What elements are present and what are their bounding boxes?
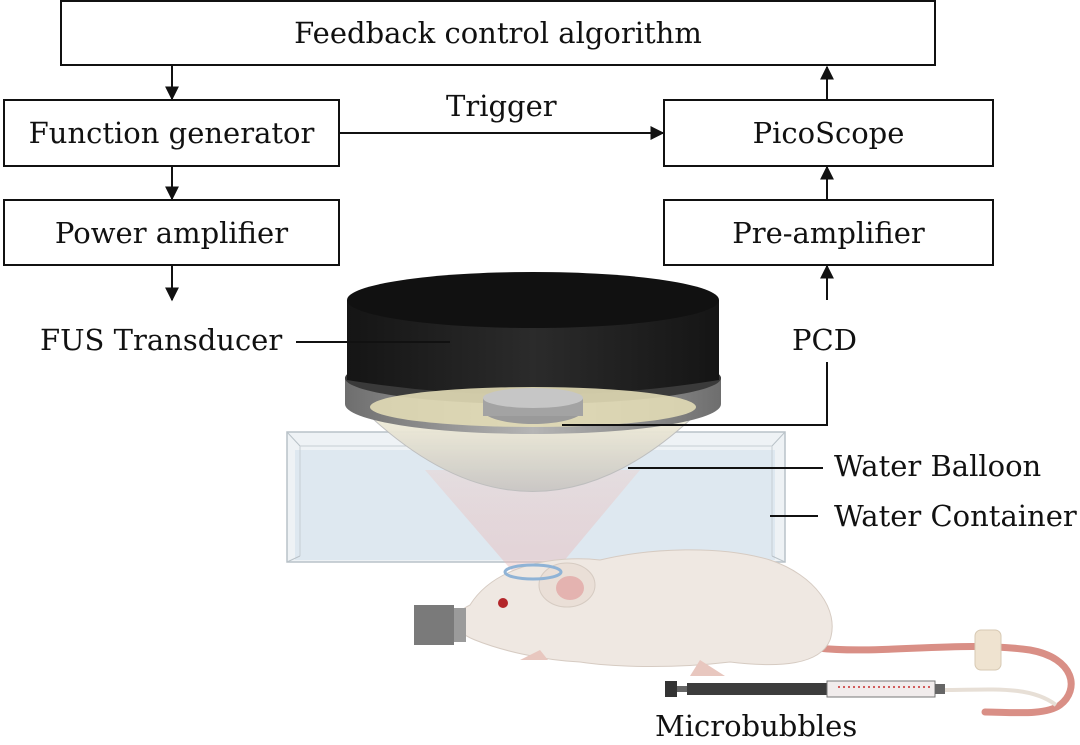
mouse-tail	[814, 642, 1075, 717]
water-container-label: Water Container	[834, 499, 1077, 533]
function-generator-label: Function generator	[28, 116, 315, 150]
mouse-eye	[498, 598, 508, 608]
mouse	[455, 549, 1075, 717]
fus-transducer-label: FUS Transducer	[40, 323, 283, 357]
power-amplifier-box: Power amplifier	[3, 199, 340, 266]
pointer-pcd	[562, 362, 828, 426]
water-balloon-label: Water Balloon	[834, 449, 1042, 483]
tail-clip	[974, 629, 1002, 671]
microbubbles-label: Microbubbles	[655, 709, 858, 743]
picoscope-label: PicoScope	[752, 116, 905, 150]
fus-transducer	[345, 272, 721, 434]
label-pointers	[296, 341, 828, 517]
pre-amplifier-label: Pre-amplifier	[732, 215, 925, 250]
feedback-control-algorithm-label: Feedback control algorithm	[294, 16, 702, 50]
syringe	[665, 680, 1058, 707]
nose-cone	[414, 605, 466, 645]
power-amplifier-label: Power amplifier	[54, 215, 289, 250]
function-generator-box: Function generator	[3, 99, 340, 167]
connectors	[165, 65, 834, 302]
ultrasound-beam	[425, 470, 640, 580]
picoscope-box: PicoScope	[663, 99, 994, 167]
feedback-control-algorithm-box: Feedback control algorithm	[60, 0, 936, 66]
pre-amplifier-box: Pre-amplifier	[663, 199, 994, 266]
water-balloon	[370, 417, 694, 492]
pcd-label: PCD	[792, 323, 857, 357]
trigger-label: Trigger	[446, 89, 557, 123]
